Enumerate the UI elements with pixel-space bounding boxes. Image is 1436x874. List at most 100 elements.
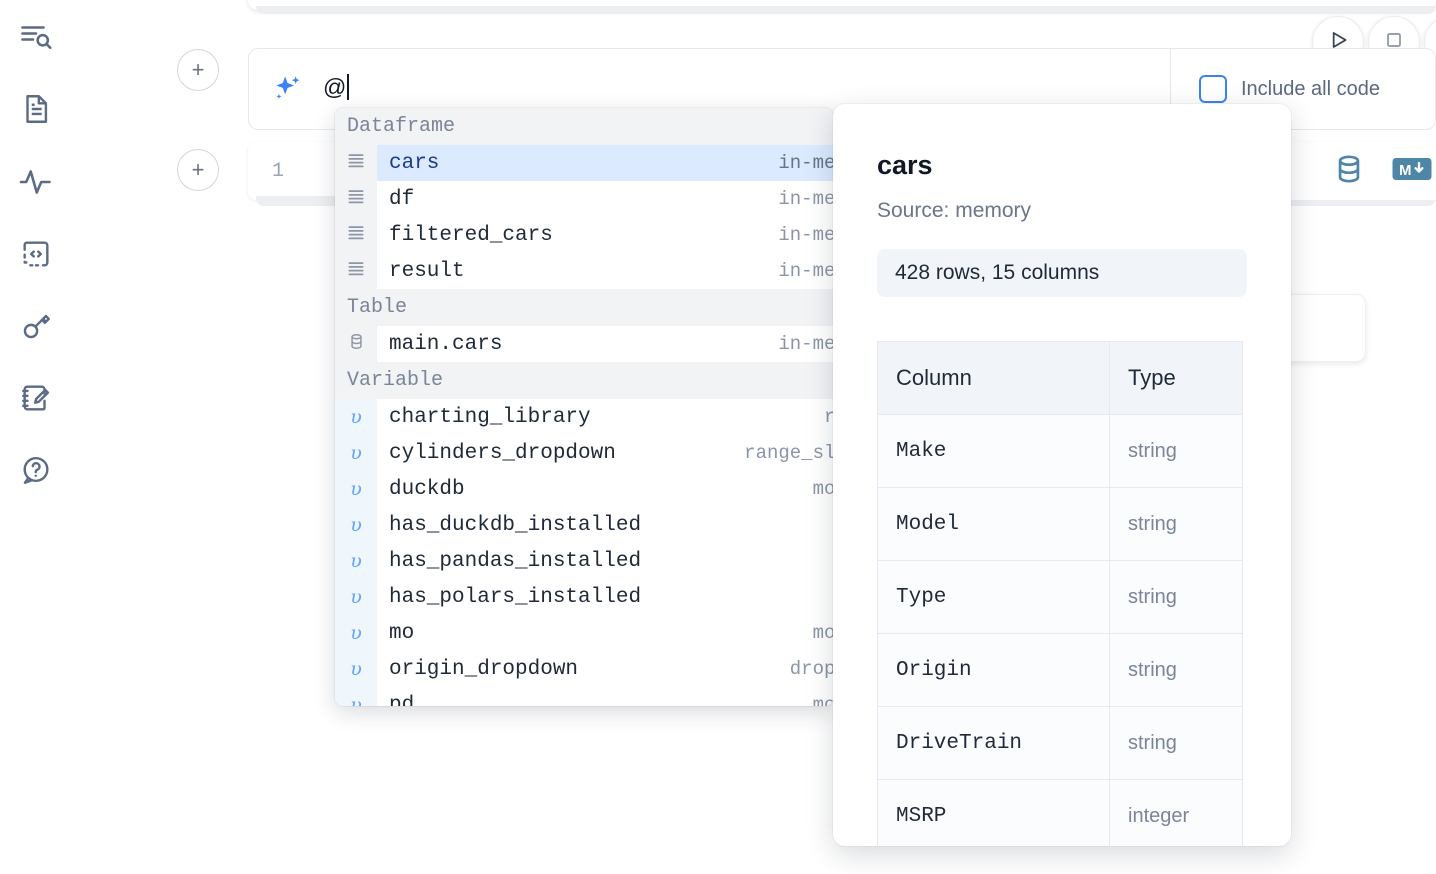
detail-column-type: string [1109, 706, 1243, 780]
autocomplete-item-type: module [812, 622, 833, 644]
svg-text:M: M [1399, 162, 1412, 179]
autocomplete-item-icon [335, 217, 377, 253]
text-cursor [347, 73, 350, 100]
autocomplete-item[interactable]: υpd module [335, 687, 833, 706]
autocomplete-item[interactable]: υduckdbmodule [335, 471, 833, 507]
detail-column-type: string [1109, 487, 1243, 561]
sidebar-rail [0, 0, 72, 874]
sidebar-item-scratchpad[interactable] [12, 374, 60, 422]
sidebar-item-help[interactable] [12, 446, 60, 494]
dataframe-rows-icon [346, 259, 366, 284]
add-cell-below-button[interactable]: + [177, 149, 219, 191]
autocomplete-item-icon: υ [335, 435, 377, 471]
detail-column-name: Make [877, 414, 1110, 488]
autocomplete-item-type: module [812, 694, 833, 706]
dataframe-rows-icon [346, 187, 366, 212]
scratchpad-edit-icon [19, 381, 53, 415]
play-icon [1325, 27, 1351, 58]
autocomplete-item-icon [335, 253, 377, 289]
autocomplete-item-name: has_pandas_installed [389, 549, 642, 573]
variable-icon: υ [350, 478, 362, 500]
autocomplete-item-icon: υ [335, 615, 377, 651]
variable-icon: υ [350, 514, 362, 536]
ai-prompt-value: @ [323, 73, 350, 101]
autocomplete-item-name: charting_library [389, 405, 591, 429]
sidebar-item-snippets[interactable] [12, 230, 60, 278]
type-header: Type [1109, 341, 1243, 415]
detail-column-type: string [1109, 633, 1243, 707]
autocomplete-item-icon: υ [335, 471, 377, 507]
detail-column-name: MSRP [877, 779, 1110, 846]
autocomplete-item-icon [335, 181, 377, 217]
sidebar-item-files[interactable] [12, 85, 60, 133]
detail-title: cars [877, 150, 933, 180]
sidebar-item-activity[interactable] [12, 158, 60, 206]
file-document-icon [19, 92, 53, 126]
autocomplete-item[interactable]: result in-memory [335, 253, 833, 289]
autocomplete-item-icon: υ [335, 687, 377, 706]
autocomplete-item[interactable]: filtered_cars in-memory [335, 217, 833, 253]
variable-autocomplete-dropdown[interactable]: Dataframecarsin-memorydfin-memoryfiltere… [335, 108, 833, 706]
autocomplete-item-type: in-memory [778, 224, 833, 246]
include-all-code-checkbox[interactable] [1199, 75, 1227, 103]
key-icon [19, 309, 53, 343]
ai-prompt-input-area[interactable]: @ [249, 49, 1171, 129]
outline-search-icon [18, 20, 54, 56]
autocomplete-list: Dataframecarsin-memorydfin-memoryfiltere… [335, 108, 833, 706]
column-header: Column [877, 341, 1110, 415]
dataframe-rows-icon [346, 151, 366, 176]
autocomplete-item-name: cylinders_dropdown [389, 441, 616, 465]
autocomplete-item-name: mo [389, 621, 415, 645]
detail-source: Source: memory [877, 199, 1032, 222]
autocomplete-item-icon [335, 145, 377, 181]
add-cell-above-button[interactable]: + [177, 49, 219, 91]
autocomplete-item-type: radio [823, 406, 833, 428]
sparkle-ai-icon [271, 72, 305, 106]
variable-icon: υ [350, 550, 362, 572]
autocomplete-item-name: has_duckdb_installed [389, 513, 642, 537]
autocomplete-item-type: in-memory [778, 260, 833, 282]
table-header-row: Column Type [877, 341, 1243, 415]
autocomplete-item-icon: υ [335, 579, 377, 615]
previous-cell-shadow [256, 6, 1436, 14]
help-question-icon [19, 453, 53, 487]
database-icon[interactable] [1332, 152, 1366, 191]
detail-column-name: Model [877, 487, 1110, 561]
code-brackets-icon [19, 237, 53, 271]
variable-icon: υ [350, 658, 362, 680]
autocomplete-item[interactable]: υmo module [335, 615, 833, 651]
variable-icon: υ [350, 586, 362, 608]
sidebar-item-outline-search[interactable] [12, 14, 60, 62]
previous-cell[interactable] [248, 0, 1436, 10]
sidebar-item-secrets[interactable] [12, 302, 60, 350]
line-number: 1 [271, 159, 284, 183]
autocomplete-item-type: in-memory [778, 188, 833, 210]
include-all-code-toggle[interactable]: Include all code [1171, 49, 1436, 129]
detail-column-type: string [1109, 560, 1243, 634]
autocomplete-item-name: pd [389, 693, 415, 707]
autocomplete-item-icon [335, 326, 377, 362]
autocomplete-item-icon: υ [335, 543, 377, 579]
markdown-icon[interactable]: M [1392, 155, 1432, 188]
detail-column-name: DriveTrain [877, 706, 1110, 780]
square-stop-icon [1382, 28, 1406, 57]
autocomplete-item-name: cars [389, 151, 440, 175]
autocomplete-item-name: filtered_cars [389, 223, 553, 247]
autocomplete-item-name: result [389, 259, 465, 283]
autocomplete-section-header: Dataframe [335, 108, 833, 145]
